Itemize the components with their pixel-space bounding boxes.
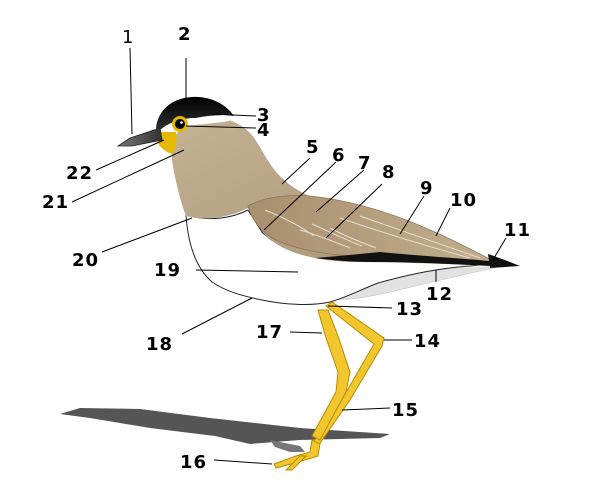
label-10: 10: [450, 190, 477, 211]
label-20: 20: [72, 250, 99, 271]
primaries-black-band: [315, 252, 520, 266]
ground-shadow: [60, 408, 390, 444]
label-4: 4: [257, 120, 271, 141]
tail-tip: [488, 254, 520, 268]
label-14: 14: [414, 331, 441, 352]
label-9: 9: [420, 178, 434, 199]
label-6: 6: [332, 145, 346, 166]
label-5: 5: [306, 137, 320, 158]
label-8: 8: [382, 162, 396, 183]
eye-highlight: [180, 121, 183, 124]
label-1: 1: [122, 27, 134, 48]
eye: [175, 119, 185, 129]
label-2: 2: [178, 24, 192, 45]
label-18: 18: [146, 334, 173, 355]
label-7: 7: [358, 153, 372, 174]
label-13: 13: [396, 299, 423, 320]
label-22: 22: [66, 163, 93, 184]
leader-lines: [71, 47, 507, 465]
wing-feather-lines: [264, 209, 481, 259]
label-19: 19: [154, 260, 181, 281]
label-12: 12: [426, 284, 453, 305]
beak: [116, 127, 163, 147]
label-15: 15: [392, 400, 419, 421]
label-16: 16: [180, 452, 207, 473]
label-21: 21: [42, 192, 69, 213]
brown-upperparts-shape: [172, 117, 490, 266]
legs: [273, 301, 385, 471]
crown-cap: [156, 96, 234, 132]
label-17: 17: [256, 322, 283, 343]
label-11: 11: [504, 220, 531, 241]
label-3: 3: [257, 105, 271, 126]
foot-shadow: [270, 440, 305, 452]
